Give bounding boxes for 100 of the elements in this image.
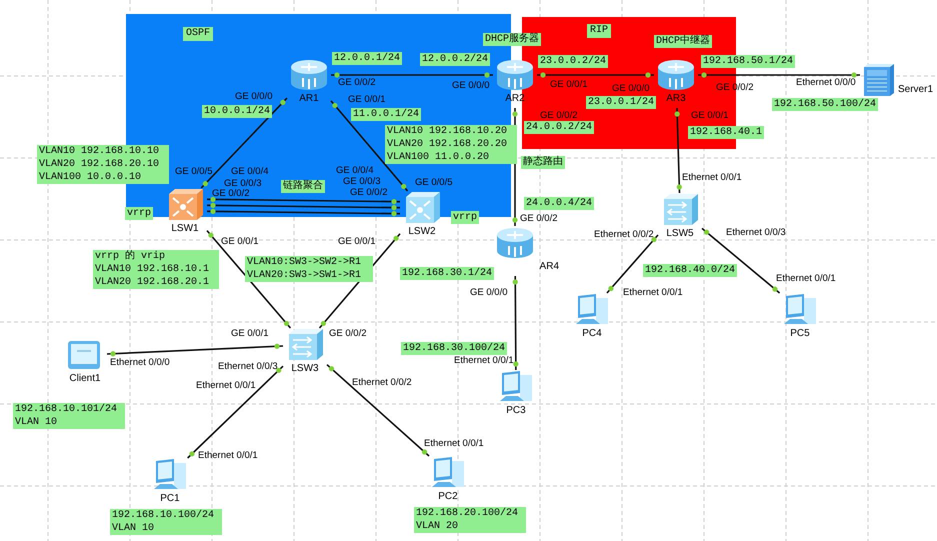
note-tag: 24.0.0.2/24 [524,121,594,134]
network-link [106,345,284,355]
device-name: LSW3 [291,362,319,376]
note-tag: vrrp [451,211,480,224]
device-name: PC4 [582,327,602,341]
port-label: Ethernet 0/0/3 [726,227,786,239]
area-label: OSPF [183,27,214,41]
port-label: GE 0/0/0 [612,83,650,95]
network-link [326,364,430,457]
port-label: GE 0/0/1 [550,79,588,91]
network-link [206,230,292,329]
network-link [207,198,400,203]
port-label: GE 0/0/1 [348,94,386,106]
port-label: GE 0/0/3 [343,176,380,188]
note-tag: VLAN 20 [414,520,526,533]
note-tag: vrrp [125,207,154,220]
note-tag: VLAN100 11.0.0.20 [385,151,517,164]
note-tag: VLAN10:SW3->SW2->R1 [245,256,373,269]
port-label: GE 0/0/3 [224,178,262,189]
port-label: GE 0/0/2 [520,213,558,225]
note-tag: 23.0.0.2/24 [538,55,608,68]
network-link [187,366,284,459]
device-name: Server1 [897,83,934,97]
note-tag: VLAN100 10.0.0.10 [37,171,169,184]
note-tag: DHCP服务器 [483,33,542,46]
network-link [330,100,408,192]
note-tag: 192.168.30.1/24 [400,267,494,280]
note-tag: 192.168.30.100/24 [401,342,508,355]
note-tag: VLAN10 192.168.10.10 [37,145,169,158]
network-link [207,204,400,209]
port-label: Ethernet 0/0/1 [682,172,742,184]
network-link [701,228,780,294]
port-label: Ethernet 0/0/3 [218,361,278,373]
port-label: Ethernet 0/0/0 [796,77,856,89]
network-link [676,108,680,194]
note-tag: VLAN20 192.168.20.20 [385,138,517,151]
note-tag: 链路聚合 [281,180,325,193]
port-label: GE 0/0/0 [470,287,508,299]
note-tag: 23.0.0.1/24 [586,96,656,109]
network-link [331,74,493,76]
device-name: LSW5 [666,227,694,241]
note-tag: DHCP中继器 [654,35,712,48]
device-name: PC1 [160,492,180,506]
port-label: GE 0/0/5 [415,177,452,189]
port-label: Ethernet 0/0/1 [196,380,256,392]
note-tag: VLAN20:SW3->SW1->R1 [245,269,373,282]
port-label: Ethernet 0/0/1 [198,450,258,462]
note-tag: 192.168.10.100/24 [110,509,222,522]
note-tag: 192.168.40.1 [688,126,764,139]
port-label: GE 0/0/2 [329,328,366,340]
device-name: AR3 [666,92,686,106]
note-tag: 192.168.10.101/24 [13,403,125,416]
note-tag: 192.168.50.100/24 [772,98,878,111]
port-label: Ethernet 0/0/2 [594,229,654,241]
port-label: Ethernet 0/0/0 [110,357,170,369]
note-tag: VLAN10 192.168.10.1 [93,263,219,276]
network-link [514,276,517,370]
port-label: Ethernet 0/0/1 [623,287,683,299]
note-tag: VLAN20 192.168.20.10 [37,158,169,171]
device-name: LSW1 [171,222,199,236]
device-name: Client1 [69,372,101,386]
note-tag: 12.0.0.2/24 [420,53,490,66]
port-label: GE 0/0/2 [212,188,250,200]
device-name: AR1 [299,92,319,106]
port-label: GE 0/0/1 [221,236,258,248]
note-tag: 12.0.0.1/24 [332,52,402,65]
port-label: GE 0/0/4 [336,165,374,177]
device-name: PC3 [506,404,526,418]
port-label: GE 0/0/2 [540,110,578,122]
device-name: PC5 [790,327,810,341]
note-tag: VLAN10 192.168.10.20 [385,125,517,138]
port-label: GE 0/0/1 [338,236,376,248]
note-tag: 24.0.0.4/24 [524,197,594,210]
note-tag: vrrp 的 vrip [93,250,219,263]
note-tag: 11.0.0.1/24 [351,108,422,121]
network-link [606,234,659,294]
port-label: Ethernet 0/0/1 [776,273,836,285]
port-label: Ethernet 0/0/1 [424,438,484,450]
network-link [207,210,400,215]
port-label: GE 0/0/4 [231,166,268,178]
note-tag: VLAN 10 [110,522,222,535]
port-label: GE 0/0/5 [175,166,212,178]
port-label: Ethernet 0/0/2 [352,377,412,389]
network-link [200,98,288,189]
network-link [698,74,860,76]
port-label: GE 0/0/1 [691,110,728,122]
port-label: Ethernet 0/0/1 [454,355,514,367]
port-label: GE 0/0/2 [350,187,388,199]
device-name: PC2 [438,490,458,504]
note-tag: 192.168.40.0/24 [643,264,738,277]
port-label: GE 0/0/0 [235,91,272,103]
note-tag: 静态路由 [521,156,565,169]
note-tag: VLAN 10 [13,416,125,429]
note-tag: 192.168.20.100/24 [414,507,526,520]
port-label: GE 0/0/1 [231,328,268,340]
note-tag: VLAN20 192.168.20.1 [93,276,219,289]
network-link [537,74,654,76]
note-tag: 192.168.50.1/24 [701,55,796,68]
port-label: GE 0/0/0 [452,80,490,92]
note-tag: 10.0.0.1/24 [202,105,272,118]
